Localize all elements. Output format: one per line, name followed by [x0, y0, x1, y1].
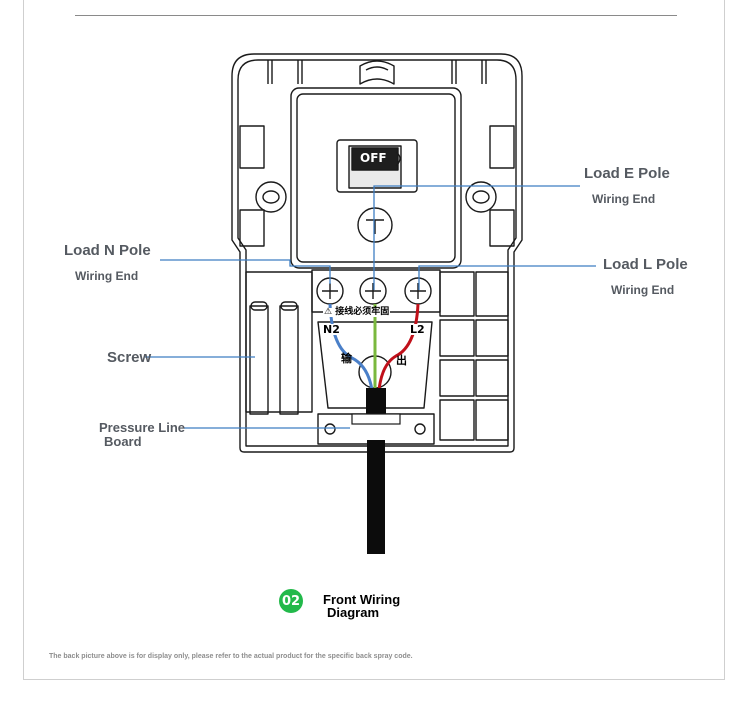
load-l-sub: Wiring End	[611, 283, 675, 297]
pressure-board-label: Board	[104, 434, 142, 449]
load-l-title: Load L Pole	[603, 256, 688, 273]
load-n-sub: Wiring End	[75, 269, 139, 283]
output-char-right: 出	[396, 354, 407, 367]
output-char-left: 输	[341, 352, 352, 365]
caption-line1: Front Wiring	[323, 592, 401, 607]
warning-text: ⚠ 接线必须牢固	[323, 307, 391, 317]
caption-line2: Diagram	[327, 605, 380, 620]
screw-label: Screw	[107, 349, 152, 366]
top-divider	[75, 15, 677, 16]
terminal-n-label: N2	[322, 323, 341, 336]
disclaimer-footnote: The back picture above is for display on…	[49, 653, 413, 660]
terminal-l-label: L2	[409, 323, 426, 336]
pressure-line-label: Pressure Line	[99, 420, 185, 435]
step-badge: 02	[279, 589, 303, 613]
off-label: OFF	[359, 151, 388, 165]
content-frame	[23, 0, 725, 680]
load-n-title: Load N Pole	[64, 242, 151, 259]
load-e-sub: Wiring End	[592, 192, 656, 206]
load-e-title: Load E Pole	[584, 165, 670, 182]
